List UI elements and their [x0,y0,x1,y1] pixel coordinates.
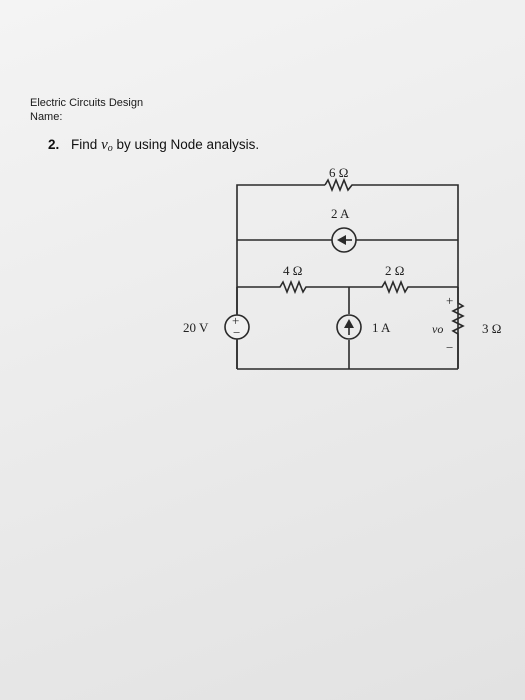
problem-statement: 2. Find vo by using Node analysis. [48,137,259,154]
resistor-6ohm [324,177,459,368]
label-vo-minus: − [446,340,453,355]
current-source-1a [336,314,362,340]
course-title: Electric Circuits Design [30,97,144,109]
wire-middle-resistors [237,279,458,295]
arrow-up-icon [344,319,354,328]
label-1a: 1 A [372,320,391,335]
label-2a: 2 A [331,206,350,221]
problem-variable: v [101,137,108,153]
arrow-left-icon [337,235,346,245]
label-vo: vo [432,322,443,336]
name-label: Name: [30,111,63,123]
label-20v-minus: − [233,325,240,340]
voltage-source-20v [224,314,250,340]
label-2ohm: 2 Ω [385,263,404,278]
label-3ohm: 3 Ω [482,321,501,336]
problem-text-after: by using Node analysis. [116,137,260,152]
problem-text-before: Find [71,137,98,152]
problem-number: 2. [48,137,60,152]
label-vo-plus: + [446,293,453,308]
resistor-3ohm [451,287,465,369]
label-4ohm: 4 Ω [283,263,302,278]
label-20v: 20 V [183,320,209,335]
problem-variable-subscript: o [107,143,113,154]
wire-left-top [236,184,325,369]
label-20v-plus: + [232,313,239,328]
current-source-2a [331,227,357,253]
label-6ohm: 6 Ω [329,165,348,180]
